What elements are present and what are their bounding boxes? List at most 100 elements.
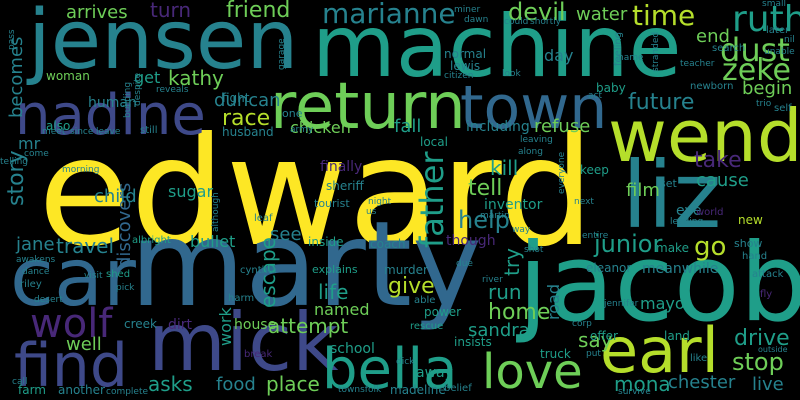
word-put: put (586, 349, 601, 359)
word-unable: unable (764, 47, 795, 57)
word-earl: earl (600, 314, 719, 387)
word-go: go (694, 232, 727, 262)
word-telling: telling (0, 157, 28, 167)
word-machine: machine (312, 0, 682, 97)
word-local: local (420, 135, 448, 149)
word-night: night (368, 197, 392, 207)
word-chester: chester (668, 372, 736, 393)
word-drive: drive (734, 326, 790, 351)
word-wendy: wendy (608, 94, 800, 178)
word-coach: coach (370, 237, 406, 251)
word-food: food (216, 374, 256, 395)
word-could: could (504, 17, 529, 27)
word-get: get (134, 68, 161, 87)
word-turn: turn (150, 0, 192, 22)
word-eye: eye (676, 203, 702, 219)
word-zeke: zeke (722, 53, 791, 88)
word-riley: riley (20, 279, 42, 290)
word-mr: mr (18, 134, 41, 153)
word-corp: corp (572, 319, 592, 329)
word-despite: despite (133, 72, 143, 106)
word-including: including (466, 119, 530, 135)
word-meet: meet (42, 127, 66, 137)
word-building: building (123, 81, 133, 118)
word-along: along (518, 147, 543, 157)
word-time: time (632, 0, 696, 32)
word-say: say (578, 328, 613, 352)
word-take: take (694, 148, 742, 173)
word-baby: baby (596, 81, 626, 95)
word-devil: devil (508, 0, 566, 26)
word-land: land (664, 329, 690, 343)
word-able: able (414, 295, 436, 306)
word-dawn: dawn (464, 15, 489, 25)
word-shot: shot (524, 245, 544, 255)
word-army: army (290, 125, 314, 135)
word-belief: belief (444, 383, 472, 394)
word-fight: fight (222, 91, 250, 105)
word-power: power (424, 305, 462, 319)
word-survive: survive (618, 387, 651, 397)
word-liz: liz (622, 142, 722, 249)
word-sandra: sandra (468, 320, 530, 341)
word-kill: kill (490, 156, 519, 180)
word-car: car (10, 231, 136, 324)
word-later: later (766, 25, 790, 36)
word-edward: edward (38, 106, 595, 280)
word-pick: pick (116, 283, 135, 293)
word-eleanor: eleanor (586, 261, 632, 275)
word-everyone: everyone (557, 151, 567, 194)
word-tourist: tourist (314, 197, 350, 210)
word-asks: asks (148, 372, 193, 396)
word-house: house (234, 317, 277, 333)
word-give: give (388, 274, 435, 299)
word-ruth: ruth (732, 0, 800, 40)
word-jennifer: jennifer (604, 299, 639, 309)
word-newborn: newborn (690, 81, 734, 92)
word-finally: finally (320, 159, 363, 175)
word-sugar: sugar (168, 182, 214, 201)
word-run: run (488, 280, 522, 304)
word-martin: martin (480, 211, 510, 221)
word-place: place (266, 372, 320, 396)
word-reveals: reveals (156, 85, 189, 95)
word-kathy: kathy (168, 66, 224, 90)
word-offer: offer (590, 329, 618, 343)
word-call: call (12, 377, 28, 387)
word-human: human (88, 95, 137, 111)
word-leading: leading (670, 217, 704, 227)
word-leaving: leaving (520, 135, 553, 145)
word-school: school (330, 341, 375, 357)
word-come: come (24, 149, 49, 159)
word-miner: miner (454, 5, 481, 15)
word-dance: dance (22, 267, 50, 277)
word-return: return (270, 70, 466, 144)
word-shortly: shortly (530, 17, 561, 27)
word-see: see (270, 224, 302, 245)
word-begin: begin (742, 78, 793, 99)
word-love: love (482, 344, 583, 400)
word-home: home (488, 300, 551, 325)
word-town: town (460, 73, 608, 143)
word-one: one (282, 107, 303, 120)
word-father: father (413, 151, 451, 248)
word-search: search (712, 43, 746, 54)
word-jane: jane (16, 234, 55, 255)
word-cynthia: cynthia (240, 265, 277, 276)
word-attempt: attempt (268, 314, 349, 338)
word-look: look (502, 69, 521, 79)
word-teacher: teacher (680, 59, 715, 69)
word-albright: albright (132, 235, 171, 246)
word-chicken: chicken (290, 118, 351, 137)
word-dirt: dirt (168, 317, 193, 333)
word-jacob: jacob (518, 221, 800, 346)
word-day: day (544, 46, 574, 65)
word-help: help (458, 206, 510, 234)
word-attack: attack (752, 269, 784, 280)
word-arrives: arrives (66, 2, 128, 23)
word-film: film (626, 180, 660, 201)
word-water: water (576, 4, 628, 25)
word-still: still (140, 125, 158, 136)
word-nil: nil (784, 35, 795, 45)
word-child: child (94, 186, 137, 207)
